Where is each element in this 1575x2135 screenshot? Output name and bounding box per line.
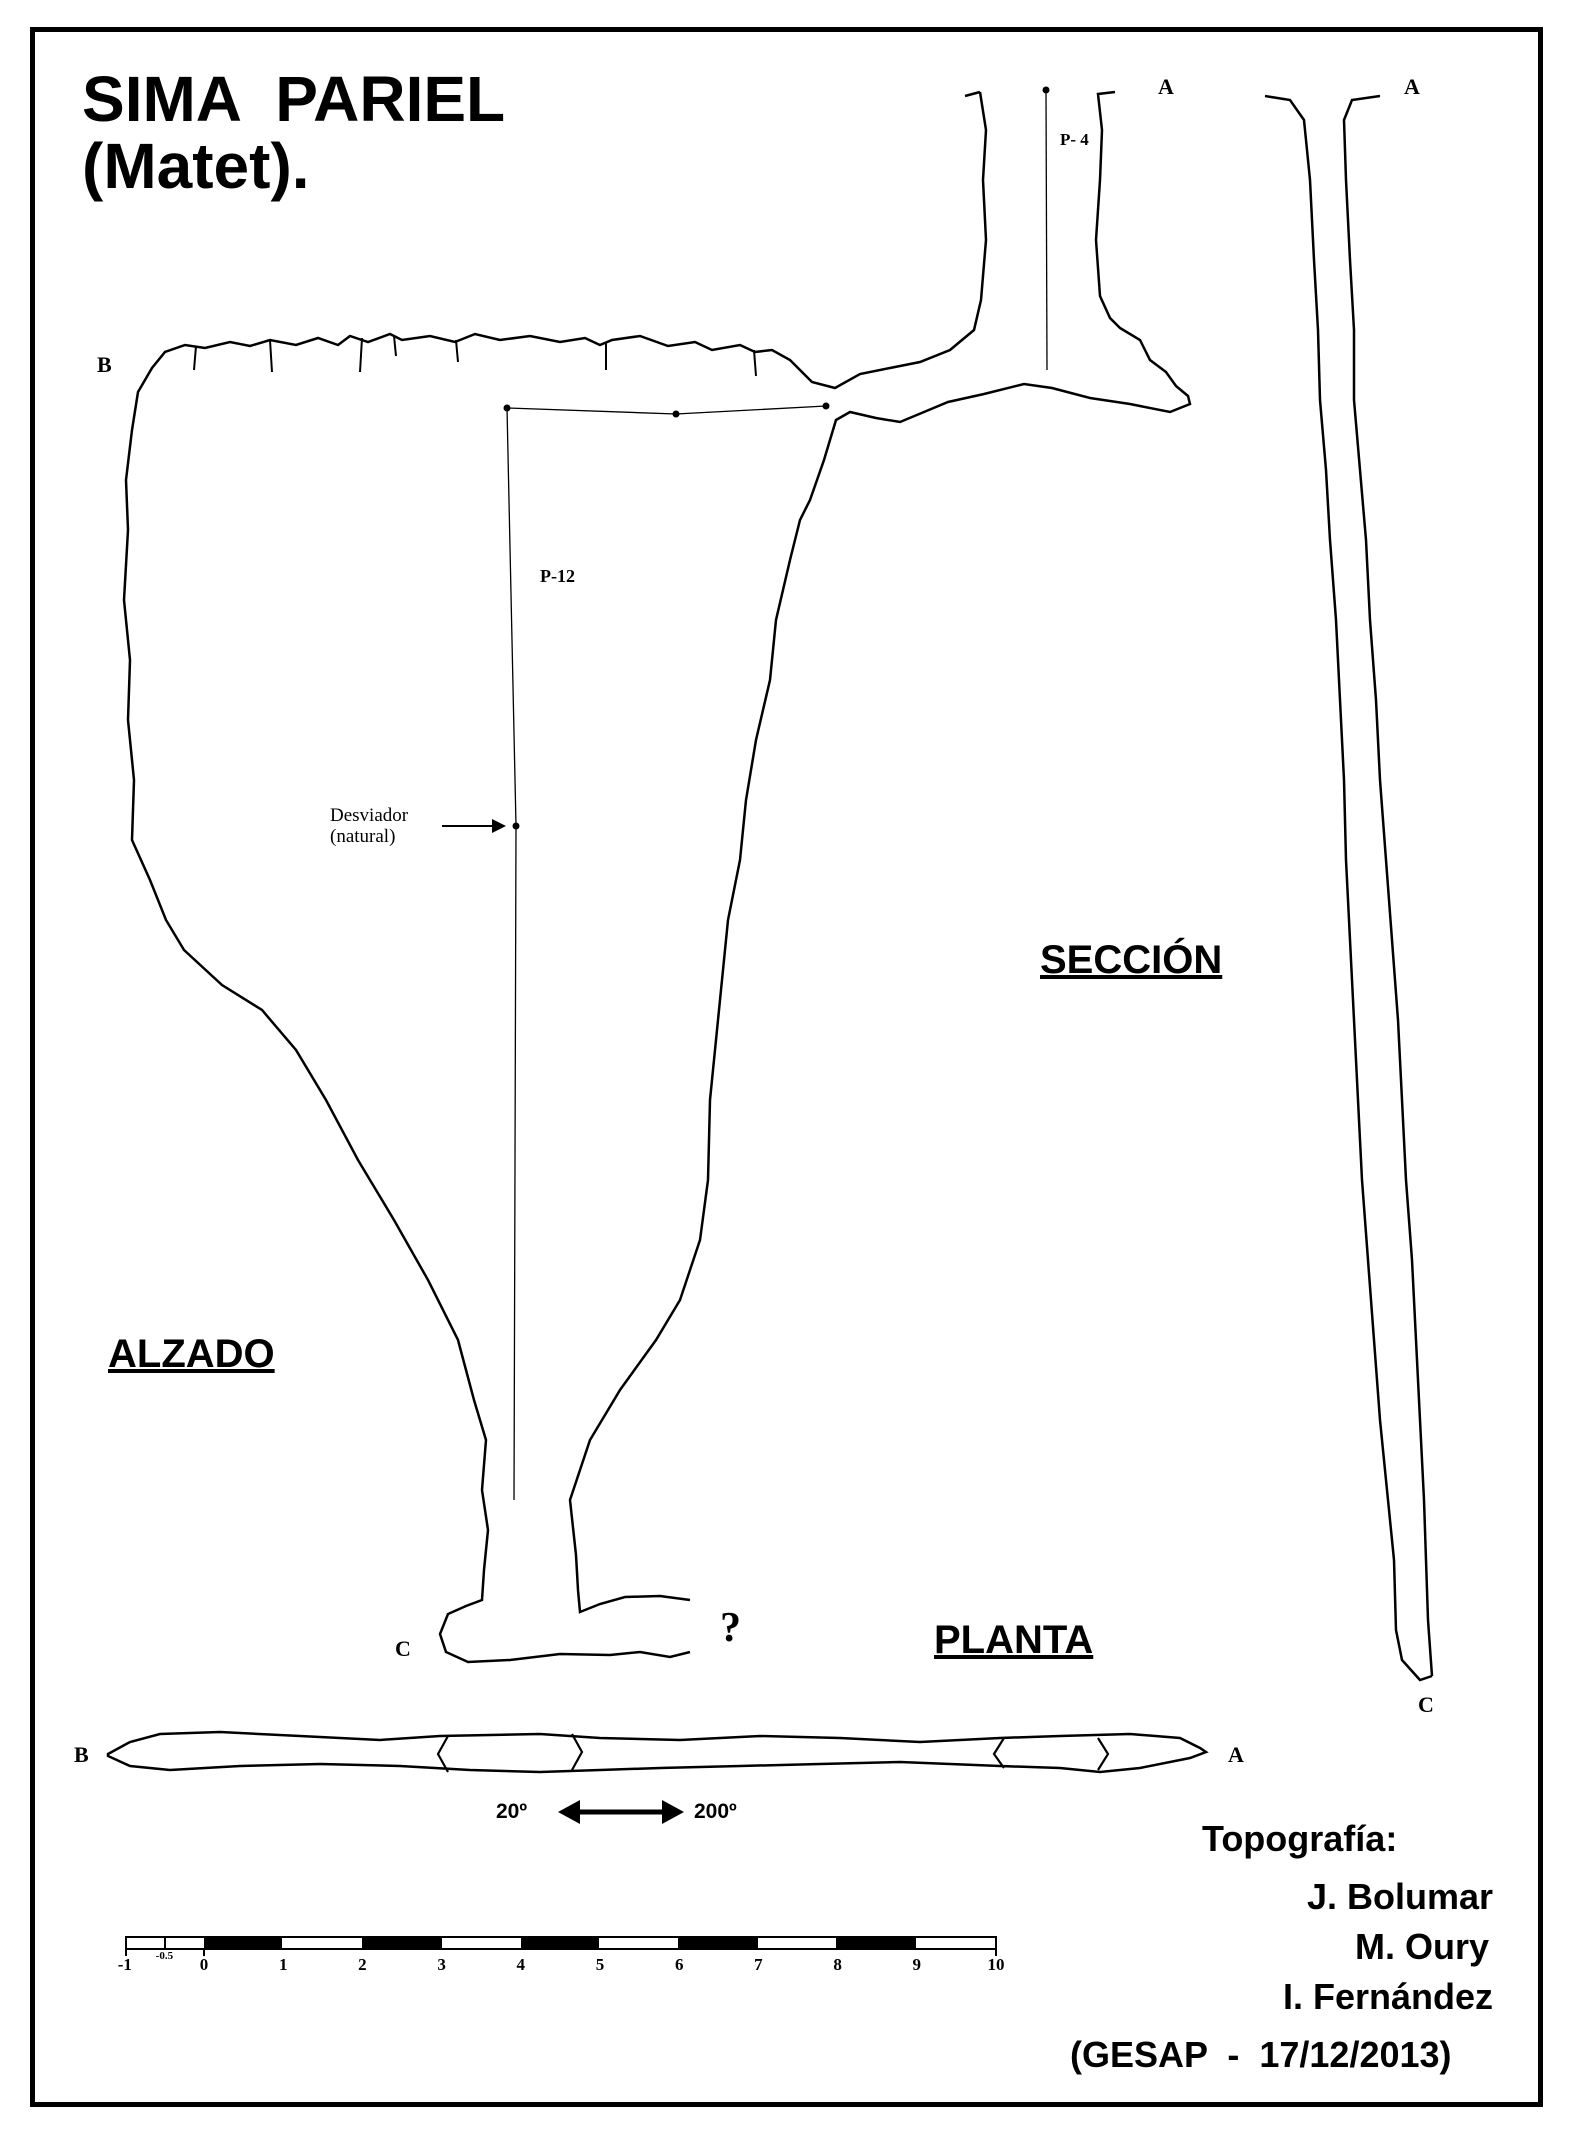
station-b-elevation: B	[97, 352, 112, 377]
section-label: SECCIÓN	[1040, 938, 1223, 982]
station-point	[512, 822, 520, 830]
survey-line-p12	[506, 407, 517, 1501]
ceiling-stalactites	[193, 335, 757, 377]
scale-tick-label: 1	[278, 1955, 288, 1974]
scale-tick-label: 5	[595, 1955, 605, 1974]
plan-chamber-a	[992, 1737, 1110, 1771]
section-outline-right	[1342, 94, 1434, 1677]
station-c-section: C	[1418, 1692, 1434, 1717]
bearing-right-label: 200º	[694, 1800, 737, 1823]
deviation-arrow-head	[492, 819, 506, 833]
station-point	[503, 404, 511, 412]
credit-author-2: M. Oury	[1354, 1926, 1489, 1967]
scale-bar	[125, 1936, 997, 1956]
bearing-arrow-right-head	[662, 1800, 684, 1824]
station-point	[672, 410, 680, 418]
plan-outline	[106, 1730, 1209, 1774]
station-a-plan: A	[1228, 1742, 1244, 1767]
station-point	[1042, 86, 1050, 94]
scale-tick-label: 7	[754, 1955, 763, 1974]
credit-author-3: I. Fernández	[1282, 1976, 1493, 2017]
bearing-arrow-left-head	[558, 1800, 580, 1824]
scale-tick-label: -1	[117, 1955, 132, 1974]
deviation-note-line1: Desviador	[330, 805, 409, 826]
map-title-line2: (Matet).	[82, 130, 310, 203]
map-frame	[30, 27, 1543, 2107]
scale-tick-label: 3	[437, 1955, 446, 1974]
elevation-outline-inner	[568, 90, 1192, 1614]
map-title-line1: SIMA PARIEL	[82, 63, 506, 135]
plan-label: PLANTA	[934, 1618, 1094, 1662]
elevation-outline	[122, 91, 988, 1664]
station-c-elevation: C	[395, 1636, 411, 1661]
deviation-note-line2: (natural)	[330, 825, 396, 847]
deviation-note: Desviador (natural)	[330, 805, 409, 848]
station-b-plan: B	[74, 1742, 89, 1767]
scale-tick-label: -0.5	[155, 1950, 174, 1962]
credit-group-date: (GESAP - 17/12/2013)	[1070, 2034, 1452, 2075]
credit-author-1: J. Bolumar	[1306, 1876, 1493, 1917]
survey-line-p4	[1045, 89, 1048, 371]
pitch-label-p4: P- 4	[1060, 130, 1089, 149]
survey-line-traverse	[506, 405, 827, 415]
station-a-elevation: A	[1158, 74, 1174, 99]
map-title: SIMA PARIEL (Matet).	[82, 63, 506, 203]
scale-tick-label: 6	[674, 1955, 684, 1974]
scale-tick-label: 4	[516, 1955, 526, 1974]
scale-tick-label: 2	[358, 1955, 367, 1974]
plan-chamber-b	[436, 1733, 584, 1773]
entrance-lip-left	[964, 90, 981, 98]
scale-tick-label: 9	[912, 1955, 922, 1974]
credits-heading: Topografía:	[1202, 1818, 1398, 1859]
station-point	[822, 402, 830, 410]
station-a-section: A	[1404, 74, 1420, 99]
elevation-label: ALZADO	[108, 1332, 275, 1376]
unexplored-mark: ?	[720, 1605, 741, 1651]
scale-tick-label: 10	[987, 1955, 1005, 1974]
scale-tick-label: 0	[199, 1955, 209, 1974]
pitch-label-p12: P-12	[540, 566, 575, 586]
scale-tick-label: 8	[833, 1955, 842, 1974]
section-outline-left	[1264, 94, 1433, 1682]
bearing-left-label: 20º	[496, 1800, 528, 1823]
